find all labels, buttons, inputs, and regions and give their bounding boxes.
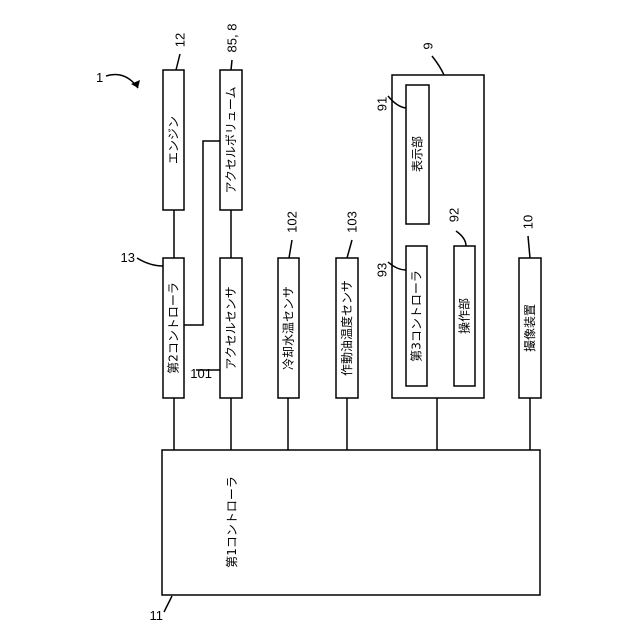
leader-102	[289, 240, 292, 258]
oil-temp-sensor-label: 作動油温度センサ	[339, 280, 354, 376]
leader-9	[432, 56, 444, 75]
leader-103	[347, 240, 352, 258]
operation-ref: 92	[447, 208, 462, 222]
leader-12	[176, 54, 180, 70]
leader-85-8	[231, 60, 232, 70]
operation-label: 操作部	[457, 298, 472, 334]
leader-10	[528, 236, 530, 258]
coolant-temp-sensor-label: 冷却水温センサ	[282, 286, 296, 370]
accel-volume-label: アクセルボリューム	[224, 86, 238, 193]
imaging-device-label: 撮像装置	[523, 304, 537, 352]
second-controller-label: 第2コントローラ	[167, 282, 181, 374]
figure-arrow	[106, 75, 138, 89]
accel-sensor-ref: 101	[190, 366, 212, 381]
imaging-device-ref: 10	[521, 215, 536, 229]
first-controller-box	[162, 450, 540, 595]
engine-label: エンジン	[167, 116, 181, 164]
engine-ref: 12	[173, 33, 188, 47]
second-controller-ref: 13	[121, 250, 135, 265]
oil-temp-sensor-ref: 103	[345, 211, 360, 233]
first-controller-ref: 11	[150, 608, 164, 623]
third-controller-ref: 93	[375, 263, 390, 277]
coolant-temp-sensor-ref: 102	[285, 211, 300, 233]
display-label: 表示部	[410, 136, 425, 172]
display-ref: 91	[375, 97, 390, 111]
third-controller-label: 第3コントローラ	[410, 270, 424, 362]
leader-13	[137, 258, 163, 266]
accel-sensor-label: アクセルセンサ	[224, 286, 238, 369]
figure-number: 1	[96, 70, 103, 85]
unit-9-ref: 9	[421, 42, 436, 49]
accel-volume-ref: 85, 8	[225, 24, 240, 53]
leader-11	[164, 596, 172, 612]
first-controller-label: 第1コントローラ	[225, 476, 239, 568]
